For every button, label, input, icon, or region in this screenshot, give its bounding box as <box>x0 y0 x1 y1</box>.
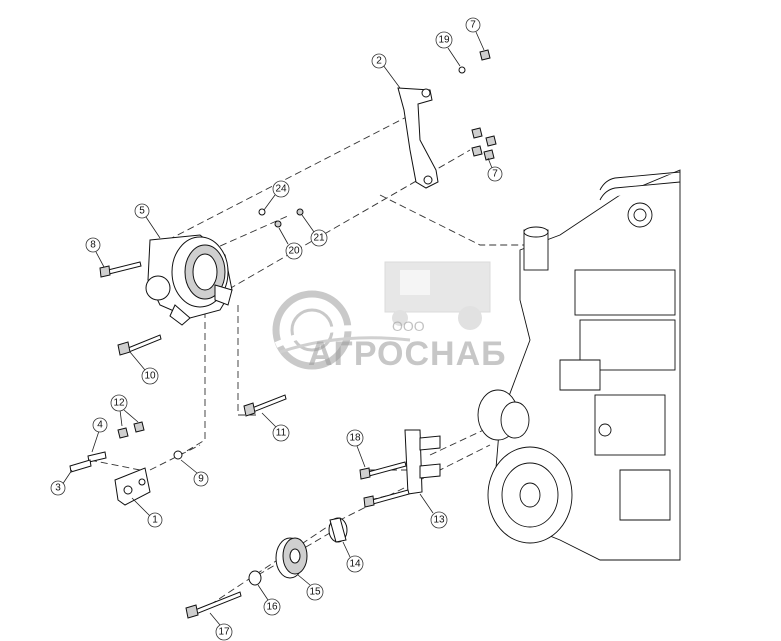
callout-circle <box>272 424 290 442</box>
callout-circle <box>134 203 150 219</box>
callout-label: 1 <box>152 515 158 526</box>
callout-circle <box>346 429 364 447</box>
callout-label: 20 <box>288 246 300 257</box>
callout-label: 5 <box>139 206 145 217</box>
callout-label: 13 <box>433 515 445 526</box>
callout-circle <box>147 512 163 528</box>
callout-label: 18 <box>349 433 361 444</box>
callout-label: 10 <box>144 371 156 382</box>
callout-label: 7 <box>470 20 476 31</box>
watermark: ООО АГРОСНАБ <box>272 261 507 373</box>
callout-label: 21 <box>313 233 325 244</box>
lower-left-bracket <box>69 421 183 506</box>
callout-circle <box>371 53 387 69</box>
callout-label: 9 <box>198 474 204 485</box>
callout-circle <box>193 471 209 487</box>
callout-label: 14 <box>349 559 361 570</box>
gear-logo-icon <box>272 290 411 370</box>
callout-circle <box>110 394 128 412</box>
callout-label: 15 <box>309 587 321 598</box>
callout-label: 11 <box>276 428 287 439</box>
callout-label: 8 <box>90 240 96 251</box>
callout-circle <box>50 480 66 496</box>
callout-label: 16 <box>266 602 278 613</box>
callout-circle <box>215 623 233 641</box>
callout-circle <box>430 511 448 529</box>
callout-circle <box>435 31 453 49</box>
callout-label: 2 <box>376 56 382 67</box>
watermark-prefix: ООО <box>392 318 425 334</box>
callout-label: 24 <box>275 184 287 195</box>
callout-circle <box>346 555 364 573</box>
idler-pulley-set <box>185 517 348 619</box>
engine-block <box>477 169 681 561</box>
callout-circle <box>263 598 281 616</box>
watermark-brand: АГРОСНАБ <box>308 335 507 373</box>
tractor-logo-icon <box>384 261 491 330</box>
alternator <box>145 234 233 326</box>
callout-label: 17 <box>218 627 230 638</box>
upper-bracket <box>397 87 439 189</box>
callout-circle <box>141 367 159 385</box>
idler-bracket <box>359 429 441 508</box>
callout-circle <box>310 229 328 247</box>
callout-label: 4 <box>97 420 103 431</box>
callout-label: 19 <box>438 35 450 46</box>
callout-label: 12 <box>113 398 125 409</box>
callout-circle <box>465 17 481 33</box>
callout-circle <box>92 417 108 433</box>
nut-hardware <box>258 49 497 228</box>
callouts: 1 2 3 4 5 7 7 8 9 10 <box>50 17 503 641</box>
callout-circle <box>487 166 503 182</box>
callout-label: 3 <box>55 483 61 494</box>
callout-circle <box>285 242 303 260</box>
callout-circle <box>85 237 101 253</box>
callout-circle <box>272 180 290 198</box>
bolt-hardware <box>99 261 287 417</box>
callout-circle <box>306 583 324 601</box>
callout-label: 7 <box>492 169 498 180</box>
